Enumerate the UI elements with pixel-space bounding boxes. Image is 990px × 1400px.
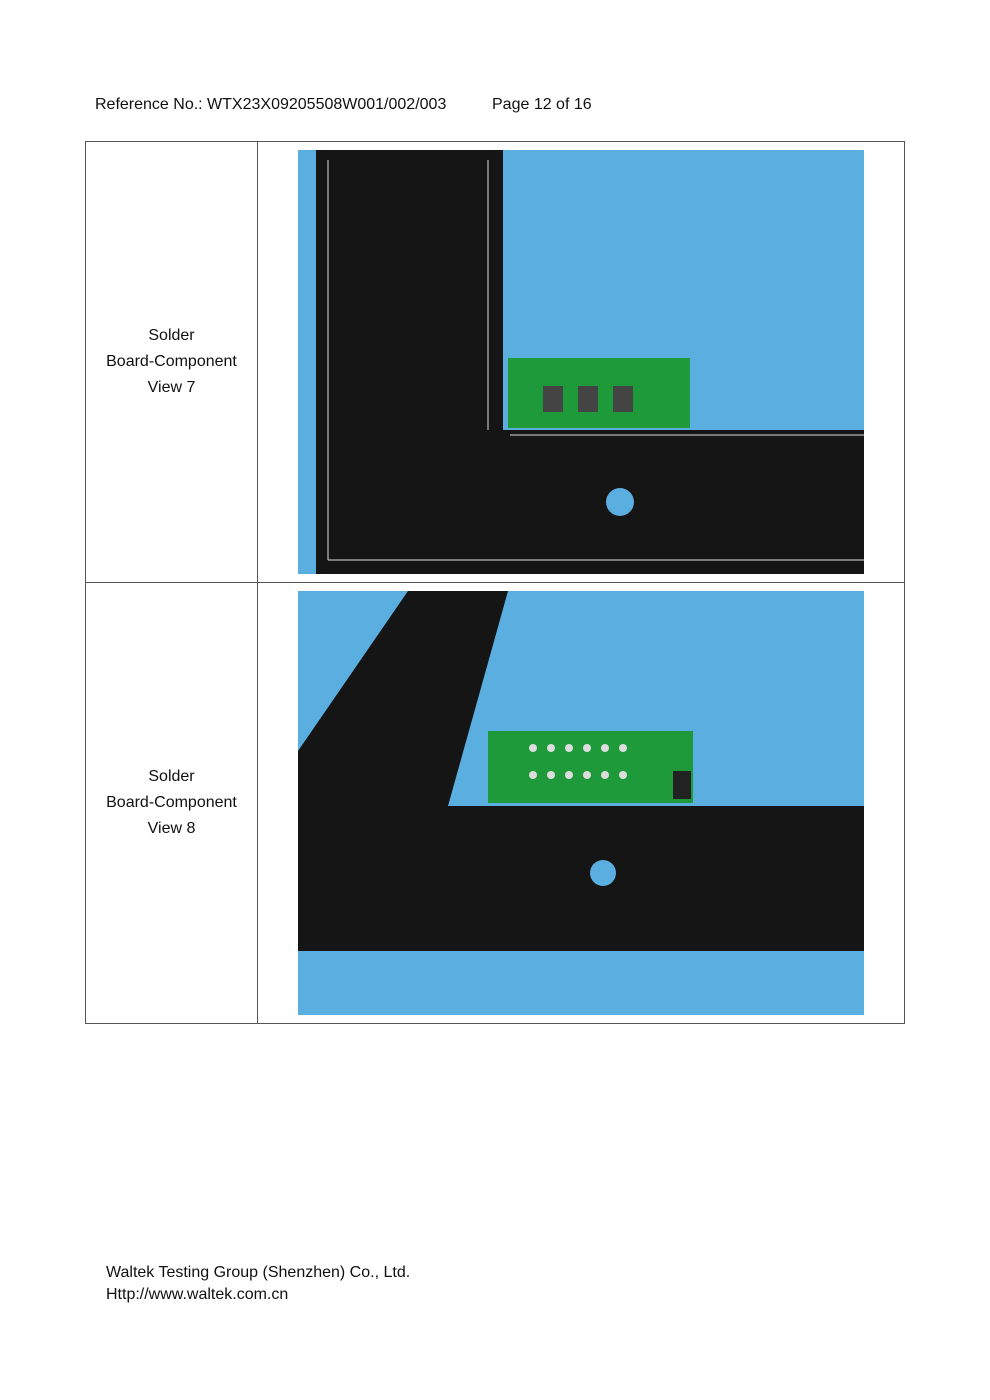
- label-line: Board-Component: [106, 353, 237, 370]
- photo-table: Solder Board-Component View 7 Solder Boa…: [85, 141, 905, 1024]
- pcb-top-view-photo: [298, 150, 864, 574]
- photo-cell: [257, 582, 905, 1024]
- table-row: Solder Board-Component View 8: [85, 582, 905, 1024]
- label-line: Solder: [148, 327, 195, 344]
- footer-url[interactable]: Http://www.waltek.com.cn: [106, 1286, 289, 1303]
- label-line: Board-Component: [106, 794, 237, 811]
- table-row: Solder Board-Component View 7: [85, 141, 905, 583]
- photo-cell: [257, 141, 905, 583]
- page-number: Page 12 of 16: [492, 96, 592, 113]
- label-line: View 7: [147, 379, 196, 396]
- pcb-bottom-view-photo: [298, 591, 864, 1015]
- label-line: View 8: [147, 820, 196, 837]
- row-label: Solder Board-Component View 8: [85, 582, 258, 1024]
- label-line: Solder: [148, 768, 195, 785]
- footer-company: Waltek Testing Group (Shenzhen) Co., Ltd…: [106, 1264, 411, 1281]
- reference-number: Reference No.: WTX23X09205508W001/002/00…: [95, 96, 447, 113]
- row-label: Solder Board-Component View 7: [85, 141, 258, 583]
